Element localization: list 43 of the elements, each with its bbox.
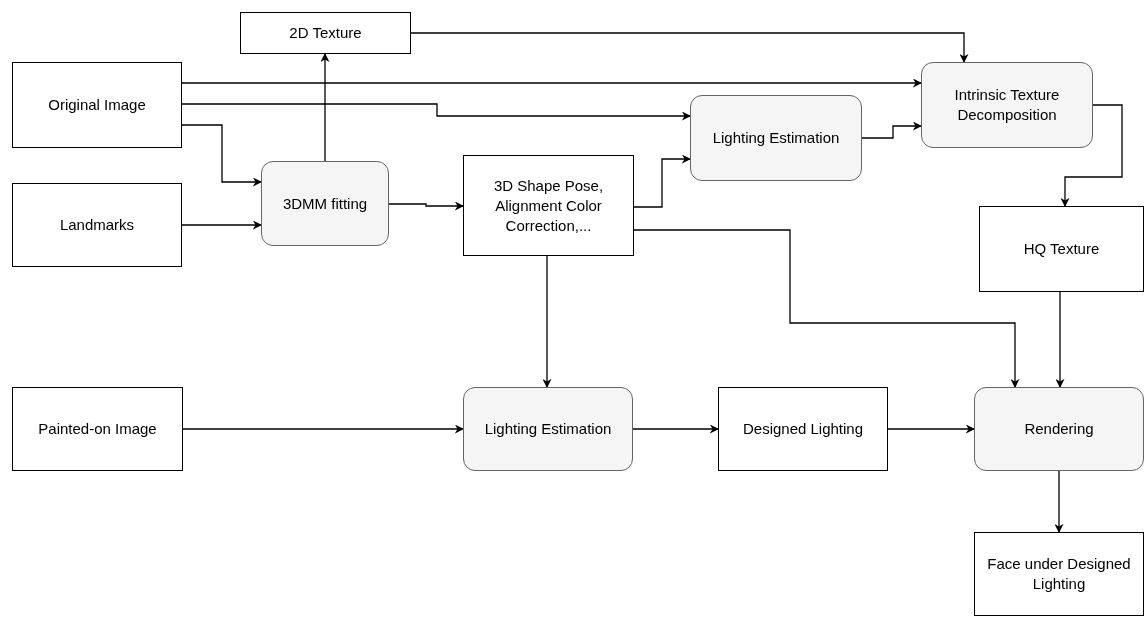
data-box [718,387,888,471]
node-label: Original Image [48,95,146,115]
arrow [181,124,262,187]
node-label: Rendering [1024,419,1094,439]
data-box [463,155,634,256]
process-box [921,62,1093,148]
arrow [181,78,922,88]
arrow [1060,104,1123,207]
arrow [182,424,464,434]
arrow [1055,291,1065,388]
data-box [974,532,1144,616]
arrow [320,53,330,162]
arrow [887,424,975,434]
process-box [261,161,389,246]
arrow [388,201,464,211]
node-label: 2D Texture [289,23,362,43]
node-label: Designed Lighting [742,419,864,439]
data-box [12,62,182,148]
data-box [979,206,1144,292]
arrow [1054,470,1064,533]
arrow [861,121,922,139]
node-label: 3D Shape Pose, Alignment Color Correction,... [492,175,605,236]
node-label: Lighting Estimation [712,128,840,148]
node-label: Lighting Estimation [484,419,612,439]
data-box [12,183,182,267]
node-label: Landmarks [59,215,135,235]
arrow [181,220,262,230]
node-label: Painted-on Image [38,419,157,439]
data-box [240,12,411,54]
arrow [633,154,691,208]
node-label: Intrinsic Texture Decomposition [953,85,1061,125]
arrow [410,32,969,63]
arrow [542,255,552,388]
arrow [632,424,719,434]
node-label: Face under Designed Lighting [986,554,1132,594]
arrow [633,229,1020,388]
process-box [690,95,862,181]
data-box [12,387,183,471]
arrow [181,103,691,121]
node-label: 3DMM fitting [282,193,368,214]
process-box [463,387,633,471]
process-box [974,387,1144,471]
node-label: HQ Texture [1023,239,1100,259]
